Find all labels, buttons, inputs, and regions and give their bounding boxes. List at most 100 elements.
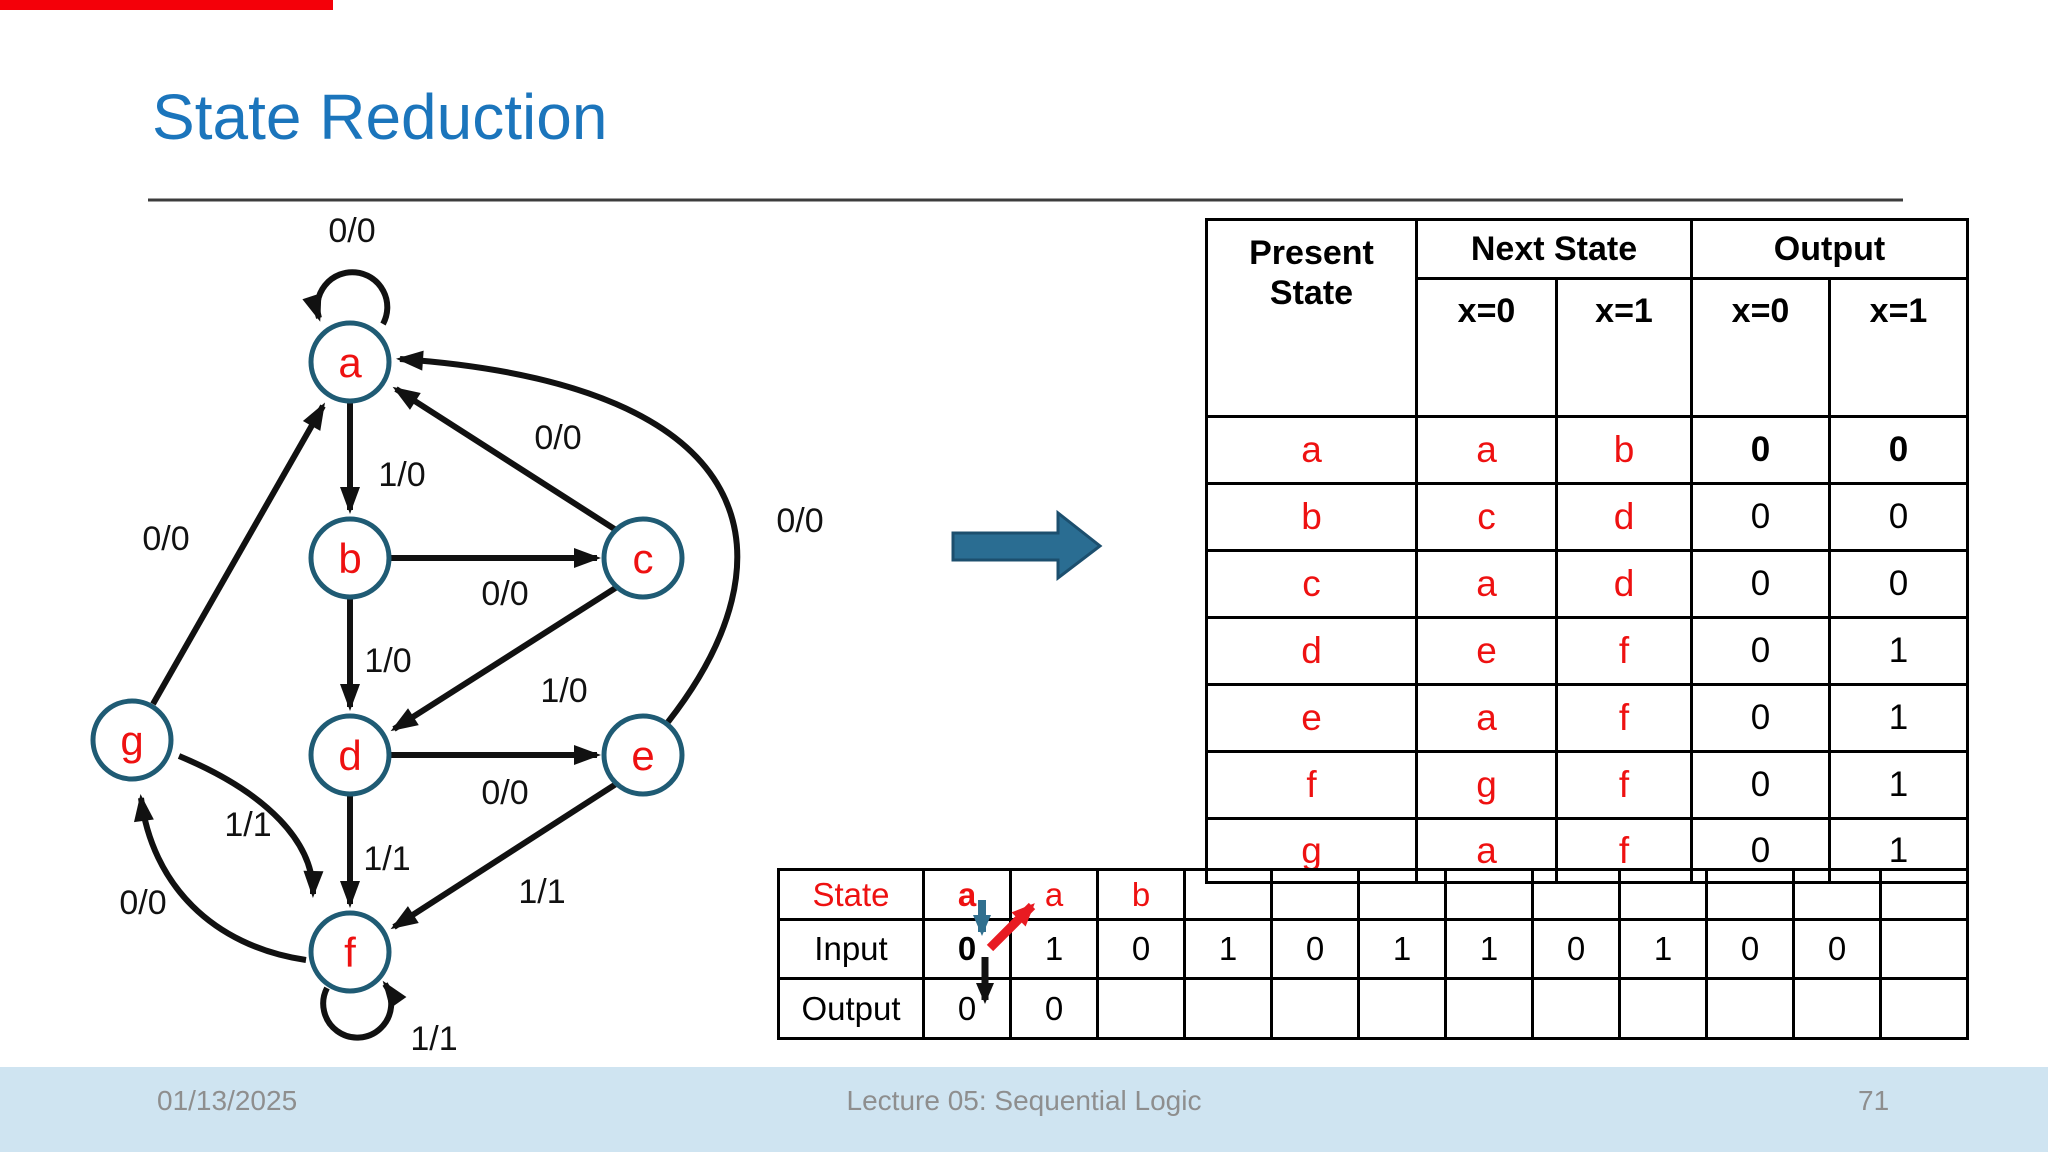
cell-next1: f [1555,683,1693,753]
cell-next1: f [1555,750,1693,820]
header-output: Output [1690,218,1969,280]
cell-next1: b [1555,415,1693,485]
footer-lecture-title: Lecture 05: Sequential Logic [846,1085,1202,1116]
state-node-a: a [308,320,392,404]
cell-next0: c [1415,482,1558,552]
state-node-g: g [90,698,174,782]
trace-state-cell [1444,868,1534,921]
edge-g-f [177,753,324,898]
table-row: e a f 0 1 [1205,683,1969,753]
slide-title: State Reduction [152,81,608,153]
cell-out0: 0 [1690,415,1831,485]
cell-out1: 1 [1828,683,1969,753]
edge-label: 0/0 [119,884,166,922]
trace-state-cell: b [1096,868,1186,921]
trace-state-cell [1618,868,1708,921]
trace-state-cell [1183,868,1273,921]
cell-out1: 0 [1828,549,1969,619]
diagram-nodes: a b c d e f g [90,320,685,994]
table-row: c a d 0 0 [1205,549,1969,619]
edge-g-a [150,402,326,706]
state-node-d: d [308,713,392,797]
cell-state: c [1205,549,1418,619]
node-letter: f [344,929,356,976]
cell-next0: a [1415,549,1558,619]
edge-label: 0/0 [142,520,189,558]
edge-label: 0/0 [481,575,528,613]
trace-input-cell: 1 [1357,918,1447,980]
header-present-state: Present State [1205,218,1418,418]
trace-output-cell [1618,977,1708,1040]
trace-output-cell [1792,977,1882,1040]
trace-table: State a a b Input 0 1 0 1 0 1 1 0 1 0 0 … [777,868,1969,1040]
cell-next1: f [1555,616,1693,686]
table-header-row: Present State Next State Output [1205,218,1969,418]
cell-out0: 0 [1690,750,1831,820]
cell-state: a [1205,415,1418,485]
edge-e-a [396,350,741,724]
trace-input-cell [1879,918,1969,980]
state-node-e: e [601,713,685,797]
header-out-x1: x=1 [1828,277,1969,418]
edge-label: 1/1 [410,1020,457,1058]
edge-label: 1/0 [378,456,425,494]
edge-label: 1/1 [224,806,271,844]
node-letter: d [338,732,361,779]
trace-state-cell [1879,868,1969,921]
node-letter: e [631,732,654,779]
edge-labels: 0/0 1/0 0/0 0/0 0/0 1/0 1/0 0/0 0/0 1/1 … [119,212,823,1058]
table-row: b c d 0 0 [1205,482,1969,552]
node-letter: b [338,535,361,582]
trace-input-cell: 1 [1183,918,1273,980]
trace-input-cell: 0 [1792,918,1882,980]
trace-input-cell: 0 [1705,918,1795,980]
edge-label: 0/0 [328,212,375,250]
cell-out0: 0 [1690,549,1831,619]
trace-state-row: State a a b [777,868,1969,921]
trace-state-cell [1270,868,1360,921]
trace-output-cell [1270,977,1360,1040]
node-letter: c [633,535,654,582]
table-row: f g f 0 1 [1205,750,1969,820]
edge-label: 1/0 [540,672,587,710]
trace-output-cell: 0 [1009,977,1099,1040]
top-red-progress-bar [0,0,333,10]
table-row: d e f 0 1 [1205,616,1969,686]
cell-next0: a [1415,415,1558,485]
diagram-edges [134,269,741,1041]
trace-input-cell: 1 [1444,918,1534,980]
cell-state: d [1205,616,1418,686]
edge-label: 1/1 [518,873,565,911]
cell-next0: e [1415,616,1558,686]
trace-output-cell [1357,977,1447,1040]
node-letter: a [338,339,362,386]
state-node-b: b [308,516,392,600]
cell-state: e [1205,683,1418,753]
cell-out1: 0 [1828,415,1969,485]
node-letter: g [120,717,143,764]
table-subheader-row: x=0 x=1 x=0 x=1 [1207,277,1969,418]
header-next-state: Next State [1415,218,1693,280]
trace-input-cell: 1 [1009,918,1099,980]
cell-next0: g [1415,750,1558,820]
footer-bar: 01/13/2025 Lecture 05: Sequential Logic … [0,1067,2048,1152]
trace-label-output: Output [777,977,925,1040]
cell-out1: 0 [1828,482,1969,552]
edge-e-f [390,781,618,930]
trace-input-row: Input 0 1 0 1 0 1 1 0 1 0 0 [777,918,1969,980]
edge-c-a [392,386,618,533]
cell-state: b [1205,482,1418,552]
cell-out0: 0 [1690,616,1831,686]
state-transition-table: Present State Next State Output x=0 x=1 … [1205,218,1969,884]
trace-input-cell: 0 [1096,918,1186,980]
footer-page-number: 71 [1858,1085,1890,1116]
trace-state-cell [1357,868,1447,921]
trace-input-cell: 0 [1270,918,1360,980]
big-right-arrow-icon [951,509,1103,582]
cell-out1: 1 [1828,750,1969,820]
header-next-x0: x=0 [1415,277,1558,418]
trace-state-cell [1531,868,1621,921]
edge-f-self [320,980,407,1041]
edge-label: 1/0 [364,642,411,680]
trace-output-cell [1531,977,1621,1040]
